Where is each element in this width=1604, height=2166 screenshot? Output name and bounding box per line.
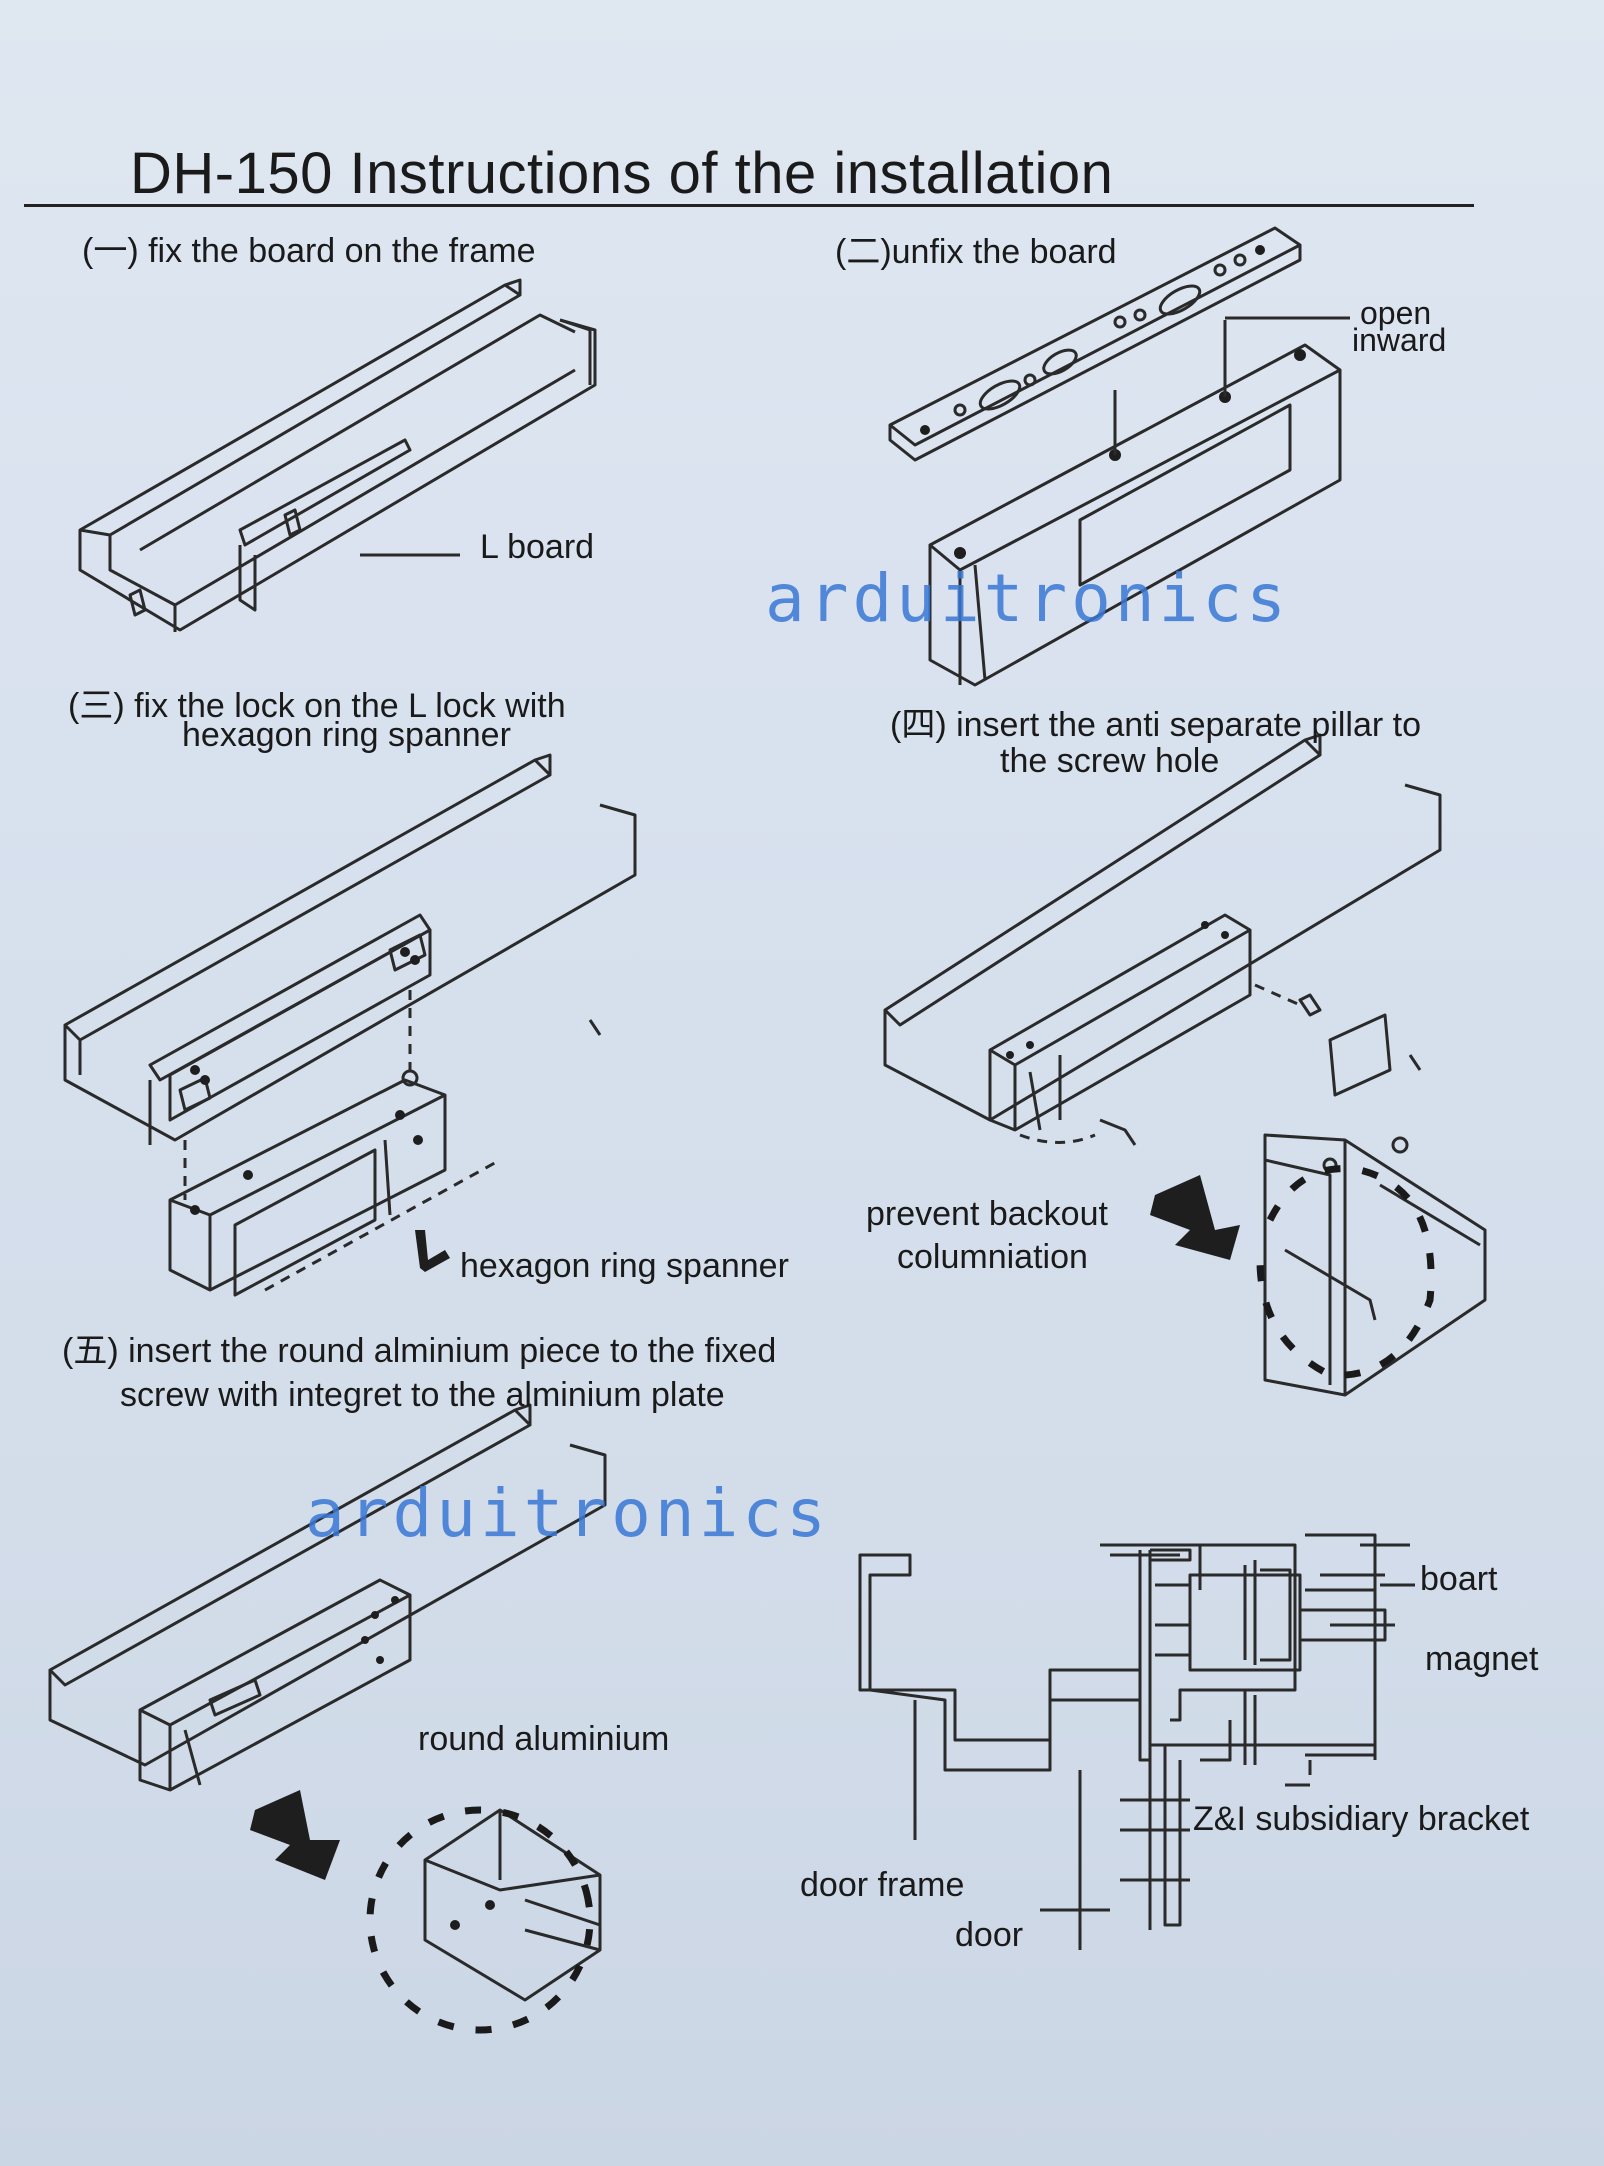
diagram-step2-board — [888, 226, 1350, 687]
door-label: door — [955, 1916, 1024, 1954]
step2-heading: (二)unfix the board — [835, 233, 1117, 271]
diagram-cross-section — [858, 1533, 1415, 1950]
watermark-top: arduitronics — [765, 560, 1290, 637]
watermark-bottom: arduitronics — [305, 1475, 830, 1552]
hexagon-spanner-label: hexagon ring spanner — [460, 1247, 789, 1285]
diagram-step5-aluminium — [48, 1403, 607, 2034]
spanner-icon — [415, 1230, 450, 1272]
magnet-label: magnet — [1425, 1640, 1539, 1678]
diagram-step1-frame — [78, 278, 597, 632]
arrow-icon — [1150, 1175, 1240, 1260]
step4-heading-line1: (四) insert the anti separate pillar to — [890, 706, 1422, 744]
title-rule — [24, 204, 1474, 207]
bracket-label: Z&I subsidiary bracket — [1193, 1800, 1530, 1838]
boart-label: boart — [1420, 1560, 1498, 1598]
diagram-step3-lock — [63, 753, 637, 1297]
open-label: open — [1360, 295, 1432, 331]
arrow-icon — [250, 1790, 340, 1880]
step5-heading-line1: (五) insert the round alminium piece to t… — [62, 1332, 777, 1370]
inward-label: inward — [1352, 322, 1447, 358]
columniation-label: columniation — [897, 1238, 1088, 1276]
step1-heading: (一) fix the board on the frame — [82, 232, 536, 270]
round-aluminium-label: round aluminium — [418, 1720, 670, 1758]
prevent-backout-label: prevent backout — [866, 1195, 1108, 1233]
step5-heading-line2: screw with integret to the alminium plat… — [120, 1376, 725, 1414]
step4-heading-line2: the screw hole — [1000, 742, 1220, 780]
step3-heading-line1: (三) fix the lock on the L lock with — [68, 687, 566, 725]
diagram-step4-pillar — [883, 733, 1487, 1397]
step3-heading-line2: hexagon ring spanner — [182, 716, 511, 754]
l-board-label: L board — [480, 528, 595, 566]
page-title: DH-150 Instructions of the installation — [130, 141, 1114, 206]
door-frame-label: door frame — [800, 1866, 965, 1904]
